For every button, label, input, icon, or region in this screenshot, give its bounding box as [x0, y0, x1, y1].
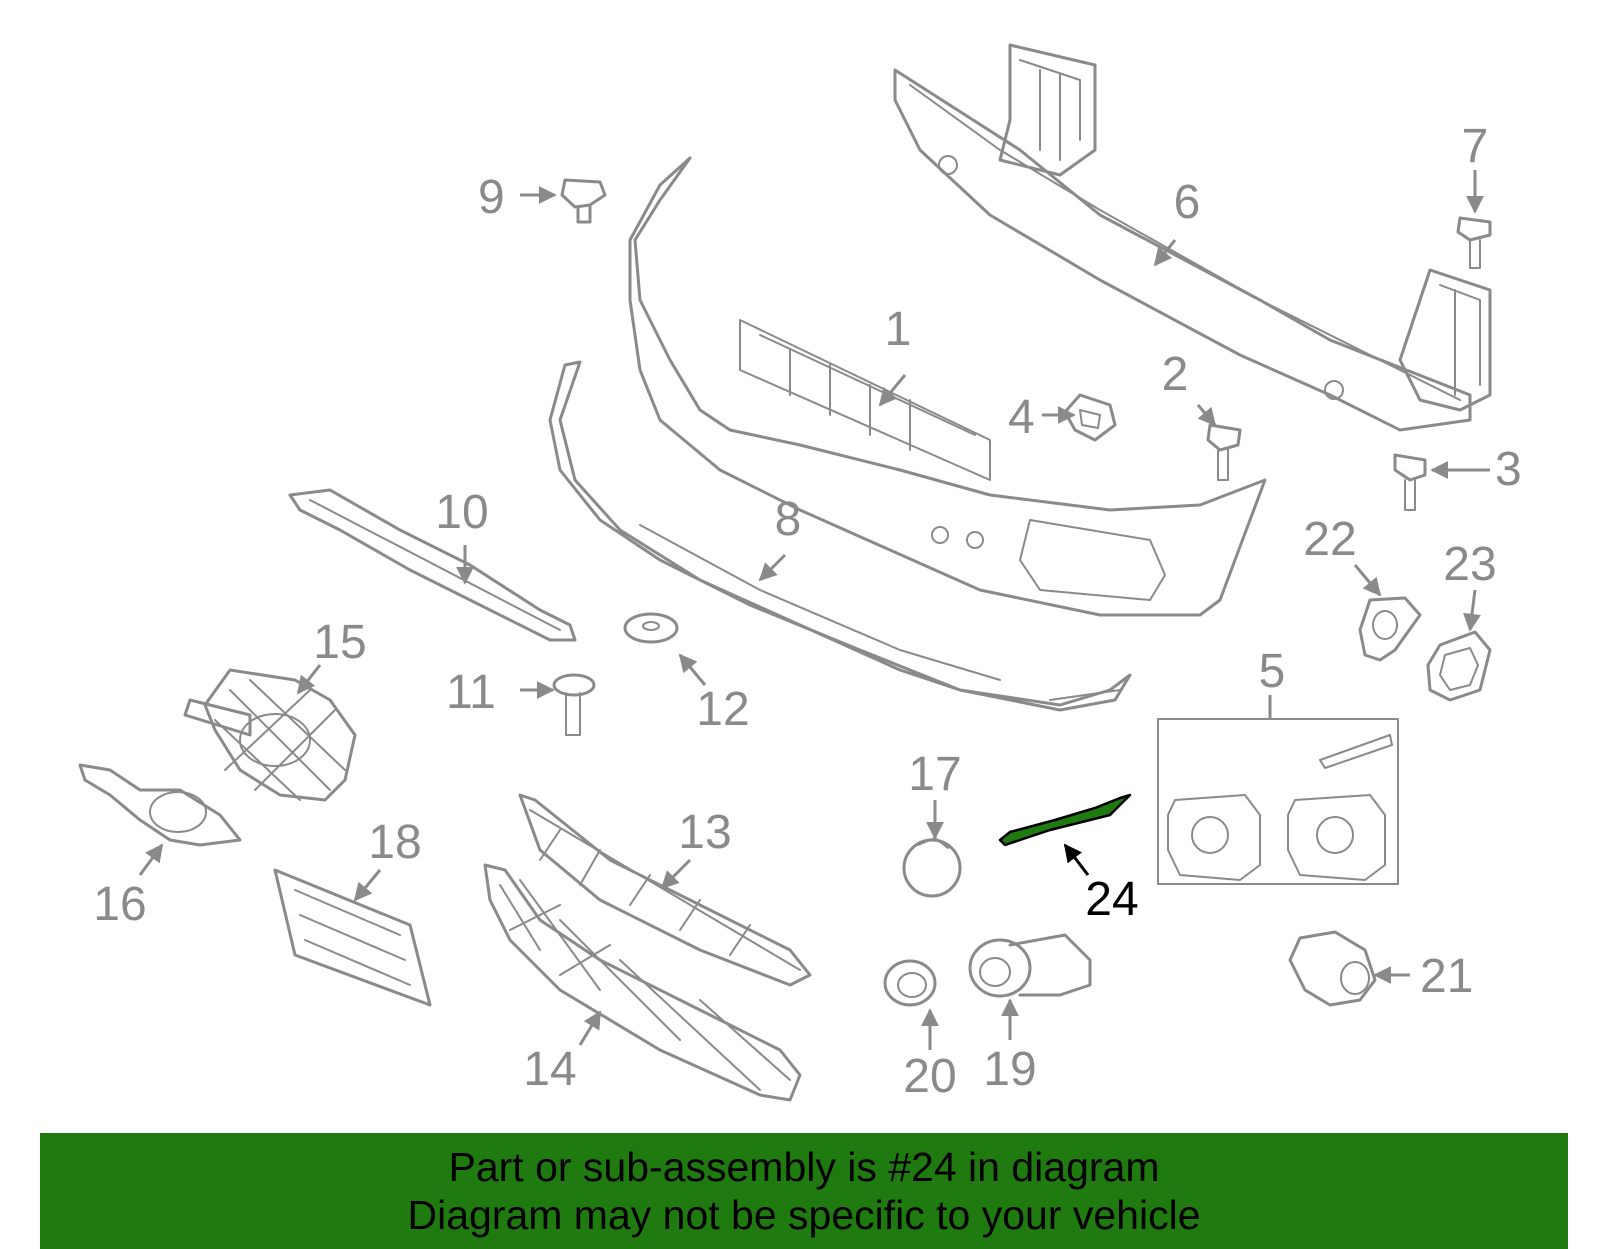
part-13-upper-grille — [518, 793, 812, 987]
part-20-ring — [883, 959, 937, 1007]
callout-1: 1 — [885, 303, 912, 356]
part-11-screw — [552, 673, 596, 736]
callout-9: 9 — [478, 171, 505, 224]
part-22-sensor-holder — [1358, 596, 1422, 662]
part-15-grille — [183, 668, 357, 802]
callout-3: 3 — [1495, 443, 1522, 496]
callout-15: 15 — [313, 616, 366, 669]
part-8-lower-spoiler — [548, 360, 1132, 712]
callout-12: 12 — [696, 683, 749, 736]
part-19-sensor — [968, 933, 1092, 998]
callout-10: 10 — [435, 486, 488, 539]
part-21-actuator — [1288, 930, 1377, 1007]
part-4-clip — [1063, 393, 1117, 442]
info-banner: Part or sub-assembly is #24 in diagram D… — [40, 1133, 1568, 1249]
callout-22: 22 — [1303, 513, 1356, 566]
part-16-fog-bezel — [78, 763, 242, 847]
part-17-cap — [902, 837, 962, 898]
part-12-washer — [623, 612, 679, 644]
banner-line-2: Diagram may not be specific to your vehi… — [407, 1192, 1201, 1238]
callout-11: 11 — [446, 666, 496, 719]
part-1-bumper-cover — [628, 156, 1267, 617]
callout-8: 8 — [775, 493, 802, 546]
part-2-bolt — [1206, 423, 1242, 481]
part-6-bumper-carrier — [893, 43, 1492, 432]
callout-4: 4 — [1008, 391, 1035, 444]
callout-2: 2 — [1162, 348, 1189, 401]
leader-lines — [138, 170, 1490, 1050]
callout-7: 7 — [1462, 120, 1489, 173]
callout-24: 24 — [1085, 873, 1138, 926]
banner-line-1: Part or sub-assembly is #24 in diagram — [448, 1144, 1160, 1190]
callout-18: 18 — [368, 816, 421, 869]
part-18-plate-bracket — [273, 868, 432, 1007]
part-9-bolt — [560, 178, 607, 224]
part-23-gasket — [1426, 630, 1492, 702]
callout-16: 16 — [93, 878, 146, 931]
callout-6: 6 — [1174, 176, 1201, 229]
part-24-highlighted — [998, 793, 1132, 847]
callout-17: 17 — [908, 748, 961, 801]
part-5-subassembly-box — [1157, 718, 1399, 885]
callout-14: 14 — [523, 1043, 576, 1096]
part-14-lower-grille — [483, 863, 802, 1102]
part-7-bolt — [1456, 216, 1492, 269]
callout-21: 21 — [1420, 950, 1473, 1003]
callout-5: 5 — [1259, 645, 1286, 698]
callout-13: 13 — [678, 806, 731, 859]
part-10-trim-strip — [288, 488, 577, 642]
callout-23: 23 — [1443, 538, 1496, 591]
callout-19: 19 — [983, 1043, 1036, 1096]
callout-20: 20 — [903, 1050, 956, 1103]
part-3-bolt — [1393, 453, 1427, 511]
